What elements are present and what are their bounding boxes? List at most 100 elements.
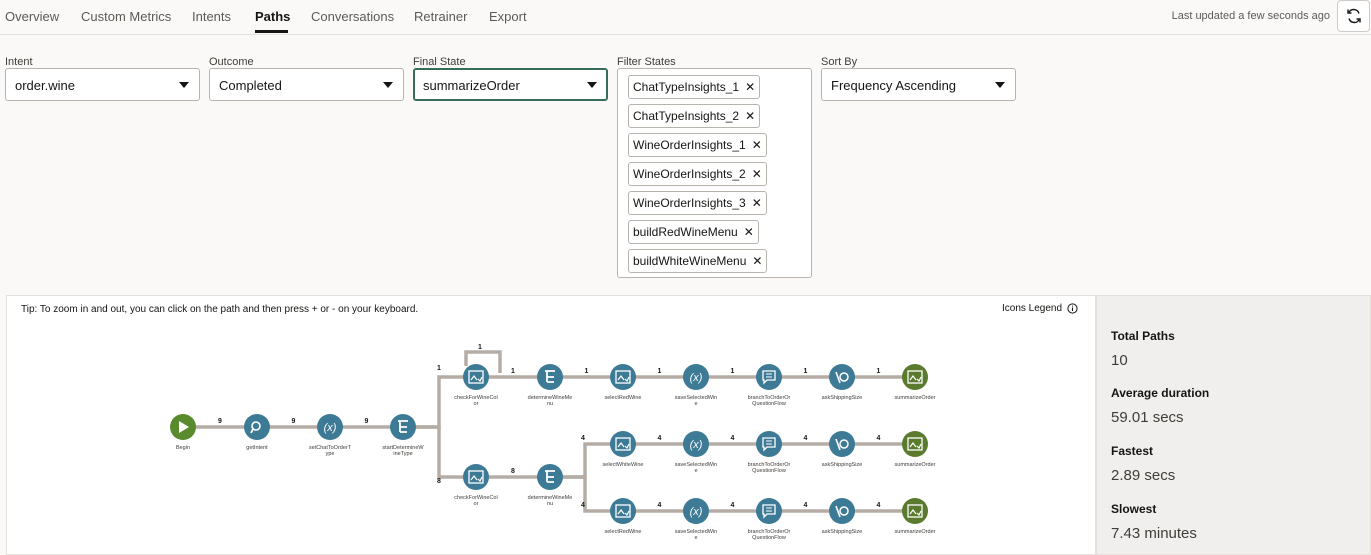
node-circle[interactable] bbox=[610, 364, 636, 390]
node-circle[interactable] bbox=[829, 431, 855, 457]
node-circle[interactable] bbox=[902, 498, 928, 524]
node-circle[interactable] bbox=[610, 431, 636, 457]
edge-count-label: 1 bbox=[511, 368, 515, 375]
icons-legend-button[interactable]: Icons Legend bbox=[1002, 303, 1078, 314]
refresh-button[interactable] bbox=[1337, 0, 1370, 32]
tab-intents[interactable]: Intents bbox=[192, 9, 232, 24]
node-label: QuestionFlow bbox=[752, 468, 786, 474]
slowest-label: Slowest bbox=[1111, 502, 1157, 516]
path-node-sum1[interactable]: summarizeOrder bbox=[895, 364, 936, 401]
node-label: saveSelectedWin bbox=[675, 462, 718, 468]
filter-chip: ChatTypeInsights_2✕ bbox=[628, 104, 761, 128]
node-circle[interactable] bbox=[683, 431, 709, 457]
remove-chip-icon[interactable]: ✕ bbox=[751, 196, 762, 210]
final-state-select[interactable]: summarizeOrder bbox=[413, 68, 608, 101]
average-duration-label: Average duration bbox=[1111, 386, 1210, 400]
node-circle[interactable] bbox=[902, 364, 928, 390]
intent-select[interactable]: order.wine bbox=[5, 68, 200, 101]
path-node-selRed1[interactable]: selectRedWine bbox=[605, 364, 642, 401]
node-label: summarizeOrder bbox=[895, 462, 936, 468]
card-icon bbox=[615, 370, 631, 384]
intent-value: order.wine bbox=[15, 78, 75, 93]
path-node-sum2[interactable]: summarizeOrder bbox=[895, 431, 936, 468]
path-edge[interactable] bbox=[464, 350, 502, 373]
path-node-ask3[interactable]: askShippingSize bbox=[822, 498, 863, 535]
remove-chip-icon[interactable]: ✕ bbox=[751, 138, 762, 152]
outcome-select[interactable]: Completed bbox=[209, 68, 404, 101]
path-node-selWhite[interactable]: selectWhiteWine bbox=[603, 431, 644, 468]
edge-count-label: 9 bbox=[218, 418, 222, 425]
chevron-down-icon bbox=[587, 82, 597, 88]
edge-count-label: 8 bbox=[437, 478, 441, 485]
tab-retrainer[interactable]: Retrainer bbox=[414, 9, 468, 24]
remove-chip-icon[interactable]: ✕ bbox=[745, 109, 756, 123]
node-circle[interactable] bbox=[829, 498, 855, 524]
svg-text:(x): (x) bbox=[690, 372, 703, 384]
paths-diagram-panel: Tip: To zoom in and out, you can click o… bbox=[6, 295, 1096, 555]
remove-chip-icon[interactable]: ✕ bbox=[743, 225, 754, 239]
node-circle[interactable] bbox=[683, 498, 709, 524]
play-icon bbox=[179, 421, 189, 433]
remove-chip-icon[interactable]: ✕ bbox=[745, 80, 756, 94]
chevron-down-icon bbox=[383, 82, 393, 88]
node-label: QuestionFlow bbox=[752, 535, 786, 541]
tab-export[interactable]: Export bbox=[489, 9, 527, 24]
edge-count-label: 1 bbox=[658, 368, 662, 375]
remove-chip-icon[interactable]: ✕ bbox=[751, 167, 762, 181]
path-node-sum3[interactable]: summarizeOrder bbox=[895, 498, 936, 535]
node-circle[interactable] bbox=[244, 414, 270, 440]
node-label: summarizeOrder bbox=[895, 395, 936, 401]
path-node-getIntent[interactable]: getIntent bbox=[244, 414, 270, 451]
ask-icon bbox=[835, 438, 849, 451]
filter-states-input[interactable]: ChatTypeInsights_1✕ ChatTypeInsights_2✕ … bbox=[617, 68, 812, 278]
edge-count-label: 4 bbox=[581, 502, 585, 509]
edge-count-label: 4 bbox=[877, 435, 881, 442]
path-node-begin[interactable]: Begin bbox=[170, 414, 196, 451]
edge-count-label: 1 bbox=[731, 368, 735, 375]
filter-chip: buildWhiteWineMenu✕ bbox=[628, 249, 768, 273]
node-circle[interactable] bbox=[829, 364, 855, 390]
node-label: ype bbox=[326, 451, 335, 457]
node-circle[interactable] bbox=[610, 498, 636, 524]
path-edge[interactable] bbox=[550, 475, 623, 513]
tab-paths[interactable]: Paths bbox=[255, 9, 291, 24]
node-label: summarizeOrder bbox=[895, 529, 936, 535]
path-edge[interactable] bbox=[403, 375, 476, 429]
path-node-ask1[interactable]: askShippingSize bbox=[822, 364, 863, 401]
path-edge[interactable] bbox=[403, 425, 476, 479]
node-label: nu bbox=[547, 401, 553, 407]
flow-icon bbox=[545, 470, 555, 483]
sort-by-select[interactable]: Frequency Ascending bbox=[821, 68, 1016, 101]
node-label: branchToOrderOr bbox=[748, 529, 791, 535]
filter-chip: WineOrderInsights_2✕ bbox=[628, 162, 767, 186]
fastest-label: Fastest bbox=[1111, 444, 1154, 458]
average-duration-value: 59.01 secs bbox=[1111, 409, 1184, 426]
path-node-selRed3[interactable]: selectRedWine bbox=[605, 498, 642, 535]
total-paths-label: Total Paths bbox=[1111, 329, 1175, 343]
remove-chip-icon[interactable]: ✕ bbox=[752, 254, 763, 268]
node-circle[interactable] bbox=[902, 431, 928, 457]
tab-conversations[interactable]: Conversations bbox=[311, 9, 395, 24]
node-circle[interactable] bbox=[683, 364, 709, 390]
node-circle[interactable] bbox=[463, 464, 489, 490]
tab-custom-metrics[interactable]: Custom Metrics bbox=[81, 9, 172, 24]
path-node-ask2[interactable]: askShippingSize bbox=[822, 431, 863, 468]
final-state-value: summarizeOrder bbox=[423, 78, 520, 93]
node-circle[interactable] bbox=[317, 414, 343, 440]
chevron-down-icon bbox=[995, 82, 1005, 88]
tab-overview[interactable]: Overview bbox=[5, 9, 60, 24]
node-circle[interactable] bbox=[463, 364, 489, 390]
